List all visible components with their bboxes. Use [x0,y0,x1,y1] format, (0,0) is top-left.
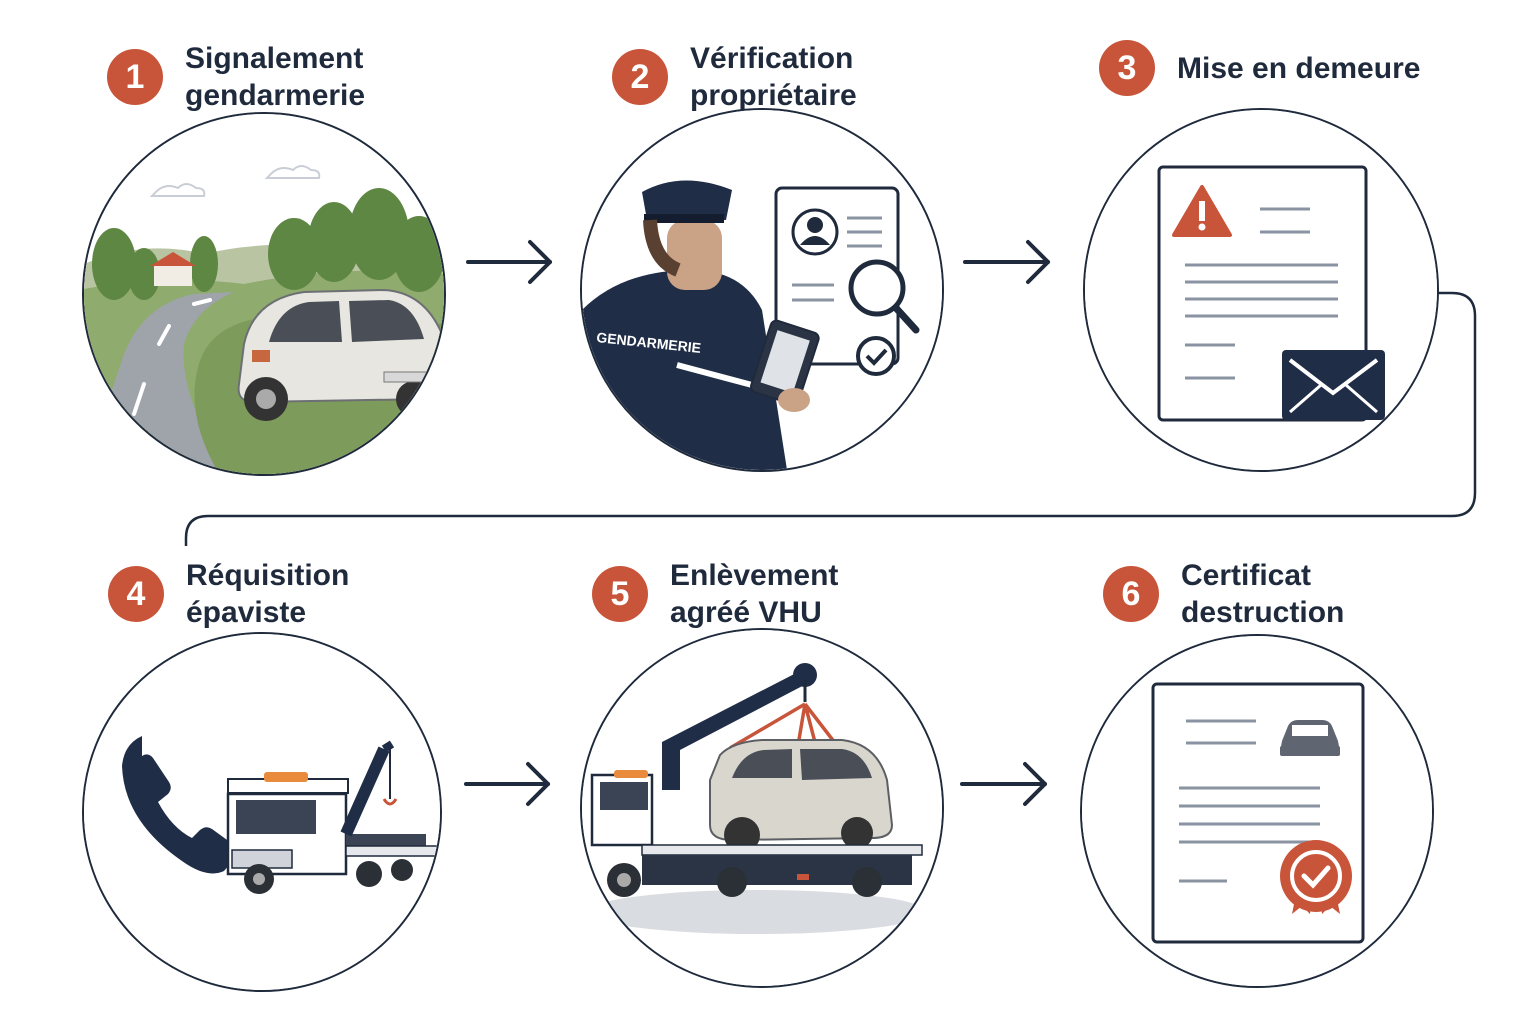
step-6-header: 6 Certificat destruction [1103,557,1344,631]
step-badge: 3 [1099,40,1155,96]
step-badge: 1 [107,49,163,105]
check-icon [856,336,896,376]
step-title: Mise en demeure [1177,50,1420,87]
step-title: Réquisition épaviste [186,557,349,631]
step-badge: 6 [1103,566,1159,622]
owner-document [774,186,900,366]
phone-icon [122,736,238,874]
wreck-car-icon [709,739,894,853]
step-badge: 2 [612,49,668,105]
step-title: Vérification propriétaire [690,40,857,114]
step-title-line2: propriétaire [690,79,857,112]
step-5-illustration [580,628,944,988]
step-5-header: 5 Enlèvement agréé VHU [592,557,838,631]
step-2-illustration: GENDARMERIE [580,108,944,472]
tow-truck-icon [226,740,440,894]
step-3-header: 3 Mise en demeure [1099,40,1420,96]
step-badge: 4 [108,566,164,622]
arrow-2-3 [963,240,1050,284]
step-title-line1: Signalement [185,42,364,75]
step-title-line1: Vérification [690,42,854,75]
step-title-line1: Certificat [1181,559,1312,592]
envelope-icon [1282,350,1385,420]
arrow-1-2 [466,240,552,284]
step-title-line2: gendarmerie [185,79,366,112]
step-title: Enlèvement agréé VHU [670,557,838,631]
arrow-5-6 [960,762,1047,806]
step-title-line1: Mise en demeure [1177,51,1421,85]
step-4-illustration [82,632,442,992]
warning-icon [1172,185,1232,237]
row-connector-line [184,291,1477,546]
step-3-illustration [1083,108,1439,472]
step-title-line2: agréé VHU [670,596,822,629]
crane-truck-icon [590,663,923,897]
car-icon [1280,720,1340,756]
car-icon [237,288,444,421]
step-6-illustration [1080,634,1434,988]
step-1-header: 1 Signalement gendarmerie [107,40,365,114]
step-title-line1: Réquisition [186,559,350,592]
step-title: Signalement gendarmerie [185,40,365,114]
seal-icon [1280,840,1352,914]
magnifier-icon [848,259,920,334]
step-4-header: 4 Réquisition épaviste [108,557,349,631]
step-2-header: 2 Vérification propriétaire [612,40,857,114]
arrow-4-5 [464,762,550,806]
step-title: Certificat destruction [1181,557,1344,631]
step-badge: 5 [592,566,648,622]
step-1-illustration [82,112,446,476]
step-title-line2: destruction [1181,596,1345,629]
step-title-line2: épaviste [186,596,307,629]
step-title-line1: Enlèvement [670,559,839,592]
